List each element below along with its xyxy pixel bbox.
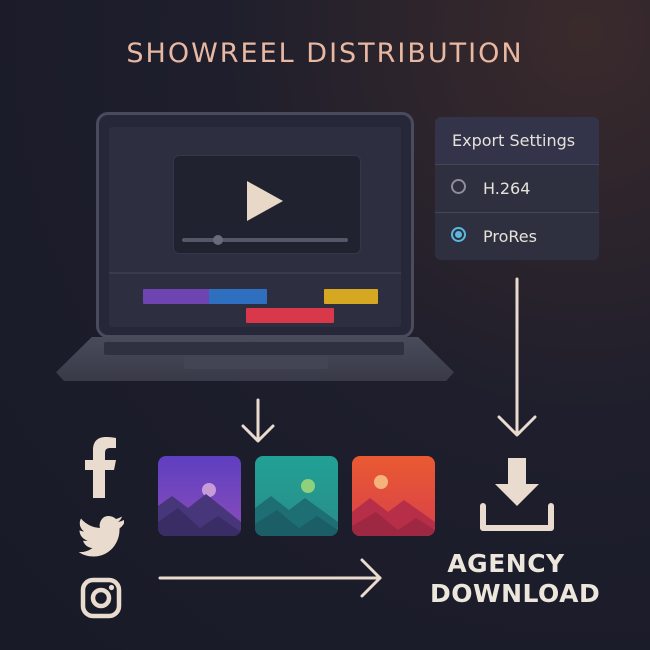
- timeline-clip-purple[interactable]: [143, 289, 211, 304]
- twitter-icon[interactable]: [78, 515, 126, 557]
- down-arrow-from-laptop-icon: [241, 398, 275, 443]
- scrub-handle[interactable]: [213, 235, 223, 245]
- agency-download-label: AGENCY DOWNLOAD: [430, 549, 601, 609]
- right-arrow-icon: [158, 558, 382, 598]
- agency-label-line2: DOWNLOAD: [430, 579, 601, 608]
- instagram-icon[interactable]: [80, 577, 122, 619]
- image-icon: [158, 456, 241, 536]
- timeline-clip-yellow[interactable]: [324, 289, 378, 304]
- radio-unchecked-icon[interactable]: [451, 179, 466, 194]
- agency-label-line1: AGENCY: [447, 549, 565, 578]
- facebook-icon[interactable]: [83, 436, 119, 498]
- option-label: ProRes: [483, 227, 537, 246]
- purple-image-tile[interactable]: [158, 456, 241, 536]
- timeline-clip-red[interactable]: [246, 308, 334, 323]
- export-settings-panel: Export Settings H.264 ProRes: [435, 117, 599, 260]
- down-arrow-from-panel-icon: [497, 277, 537, 437]
- laptop-screen: [96, 112, 414, 338]
- option-label: H.264: [483, 179, 531, 198]
- export-settings-heading: Export Settings: [435, 117, 599, 165]
- red-image-tile[interactable]: [352, 456, 435, 536]
- page-title: SHOWREEL DISTRIBUTION: [126, 38, 524, 69]
- teal-image-tile[interactable]: [255, 456, 338, 536]
- scrub-bar[interactable]: [182, 238, 348, 242]
- image-icon: [352, 456, 435, 536]
- laptop-trackpad: [184, 357, 328, 369]
- download-icon[interactable]: [479, 456, 555, 532]
- image-icon: [255, 456, 338, 536]
- timeline-clip-blue[interactable]: [209, 289, 267, 304]
- timeline-divider: [109, 272, 401, 274]
- radio-checked-icon[interactable]: [451, 227, 466, 242]
- laptop-keyboard: [104, 342, 404, 355]
- video-editor: [109, 127, 401, 327]
- video-player[interactable]: [173, 155, 361, 254]
- option-h264[interactable]: H.264: [435, 165, 599, 212]
- play-icon[interactable]: [247, 181, 283, 221]
- option-prores[interactable]: ProRes: [435, 212, 599, 260]
